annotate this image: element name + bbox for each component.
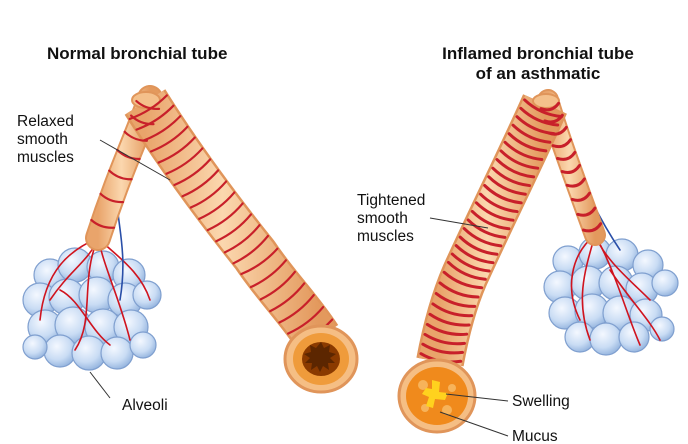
alveoli-leader [90, 372, 110, 398]
mucus-label: Mucus [512, 428, 558, 444]
alveoli-label: Alveoli [122, 397, 168, 415]
relaxed-muscles-label: Relaxed smooth muscles [17, 113, 74, 167]
normal-alveoli-cluster [23, 180, 161, 370]
swelling-label: Swelling [512, 393, 570, 411]
normal-title: Normal bronchial tube [47, 44, 227, 64]
inflamed-title: Inflamed bronchial tube of an asthmatic [420, 44, 656, 84]
tightened-muscles-label: Tightened smooth muscles [357, 192, 425, 246]
normal-tube-opening [285, 326, 357, 392]
